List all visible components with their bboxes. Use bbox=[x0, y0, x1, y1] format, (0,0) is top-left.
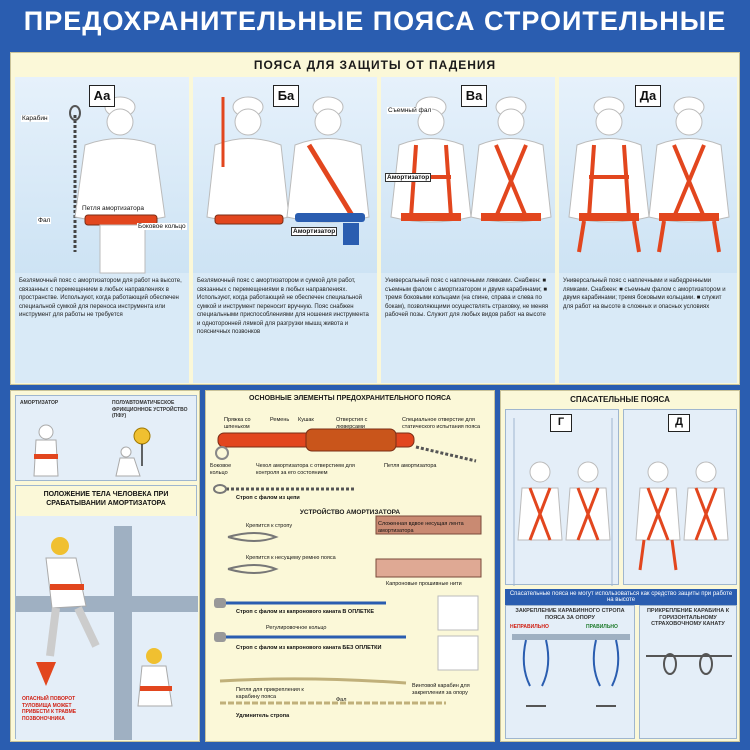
belt-column-va: Ва Съемный фал Амортизатор Универсальный… bbox=[381, 77, 557, 383]
label-side-ring: Боковое кольцо bbox=[210, 463, 232, 476]
absorber-illustration bbox=[33, 424, 151, 477]
belt-badge-da: Да bbox=[635, 85, 661, 107]
label-test-hole: Специальное отверстие для статического и… bbox=[402, 417, 481, 430]
worker-figure-da bbox=[568, 96, 730, 253]
belt-elements-panel: ОСНОВНЫЕ ЭЛЕМЕНТЫ ПРЕДОХРАНИТЕЛЬНОГО ПОЯ… bbox=[205, 390, 495, 742]
belt-desc-da: Универсальный пояс с наплечными и набедр… bbox=[563, 278, 726, 310]
worker-figure-va bbox=[390, 96, 552, 223]
belt-da-illustration bbox=[559, 77, 737, 273]
belt-desc-aa: Безлямочный пояс с амортизатором для раб… bbox=[19, 278, 182, 318]
body-position-title: ПОЛОЖЕНИЕ ТЕЛА ЧЕЛОВЕКА ПРИ СРАБАТЫВАНИИ… bbox=[43, 491, 169, 507]
label-threads: Капроновые прошивные нити bbox=[386, 581, 462, 587]
label-absorber-cover: Чехол амортизатора с отверстием для конт… bbox=[256, 463, 355, 476]
label-sash: Кушак bbox=[298, 417, 314, 423]
label-absorber-loop: Петля амортизатора bbox=[384, 463, 437, 469]
callout-carabiner: Карабин bbox=[21, 115, 49, 122]
absorber-label: АМОРТИЗАТОР bbox=[20, 400, 59, 406]
rescue-d-illustration bbox=[635, 461, 729, 571]
fall-section-title: ПОЯСА ДЛЯ ЗАЩИТЫ ОТ ПАДЕНИЯ bbox=[253, 58, 497, 72]
rescue-g-illustration bbox=[513, 418, 613, 586]
belt-badge-va: Ва bbox=[461, 85, 487, 107]
label-attach-belt: Крепится к несущему ремню пояса bbox=[246, 555, 336, 561]
rescue-badge-g: Г bbox=[550, 414, 572, 432]
belt-column-da: Да Универсальный пояс с наплечными и наб… bbox=[559, 77, 737, 383]
body-position-box: ПОЛОЖЕНИЕ ТЕЛА ЧЕЛОВЕКА ПРИ СРАБАТЫВАНИИ… bbox=[15, 485, 198, 740]
label-grommets: Отверстия с люверсами bbox=[336, 417, 368, 430]
shock-device-title: УСТРОЙСТВО АМОРТИЗАТОРА bbox=[299, 509, 401, 516]
label-plain-rope: Строп с фалом из капронового каната БЕЗ … bbox=[236, 645, 382, 651]
label-buckle: Пряжка со шпеньком bbox=[224, 417, 251, 430]
rescue-warning: Спасательные пояса не могут использовать… bbox=[505, 589, 737, 605]
belt-elements-illustration bbox=[213, 428, 482, 705]
belt-badge-ba: Ба bbox=[273, 85, 299, 107]
rescue-g-box: Г bbox=[505, 409, 619, 586]
anchor-box: ЗАКРЕПЛЕНИЕ КАРАБИННОГО СТРОПА ПОЯСА ЗА … bbox=[505, 605, 635, 739]
belt-column-aa: Аа Карабин Фал Петля амортизатора Боково… bbox=[15, 77, 191, 383]
rescue-d-box: Д bbox=[623, 409, 737, 585]
callout-side-ring: Боковое кольцо bbox=[137, 223, 187, 230]
danger-label: ОПАСНЫЙ ПОВОРОТ ТУЛОВИЩА МОЖЕТ ПРИВЕСТИ … bbox=[22, 696, 77, 722]
label-folded-tape: Сложенная вдвое несущая лента амортизато… bbox=[378, 521, 464, 534]
callout-shock-absorber: Амортизатор bbox=[291, 227, 338, 236]
belt-desc-ba: Безлямочный пояс с амортизатором и сумко… bbox=[197, 278, 369, 335]
label-attach-strop: Крепится к стропу bbox=[246, 523, 293, 529]
callout-lanyard: Фал bbox=[37, 217, 52, 224]
label-chain-strop: Строп с фалом из цепи bbox=[236, 495, 300, 501]
label-lanyard: Фал bbox=[336, 697, 347, 703]
callout-shock-loop: Петля амортизатора bbox=[81, 205, 146, 212]
callout-shock-absorber-va: Амортизатор bbox=[385, 173, 432, 182]
anchor-wrong: НЕПРАВИЛЬНО bbox=[510, 624, 549, 630]
rescue-title: СПАСАТЕЛЬНЫЕ ПОЯСА bbox=[570, 395, 670, 404]
falling-worker-illustration bbox=[16, 516, 198, 740]
belt-ba-illustration bbox=[193, 77, 377, 273]
horizontal-rope-box: ПРИКРЕПЛЕНИЕ КАРАБИНА К ГОРИЗОНТАЛЬНОМУ … bbox=[639, 605, 737, 739]
absorber-devices-box: АМОРТИЗАТОР ПОЛУАВТОМАТИЧЕСКОЕ ФРИКЦИОНН… bbox=[15, 395, 197, 481]
shock-absorber-panel: АМОРТИЗАТОР ПОЛУАВТОМАТИЧЕСКОЕ ФРИКЦИОНН… bbox=[10, 390, 200, 742]
label-strap: Ремень bbox=[270, 417, 290, 423]
horizontal-rope-illustration bbox=[646, 653, 732, 675]
anchor-title: ЗАКРЕПЛЕНИЕ КАРАБИННОГО СТРОПА ПОЯСА ЗА … bbox=[515, 608, 625, 621]
label-screw-carabiner: Винтовой карабин для закрепления за опор… bbox=[412, 683, 470, 696]
label-braided-rope: Строп с фалом из капронового каната В ОП… bbox=[236, 609, 375, 615]
rescue-badge-d: Д bbox=[668, 414, 690, 432]
worker-figure-ba bbox=[206, 96, 370, 245]
belt-badge-aa: Аа bbox=[89, 85, 115, 107]
label-adjust-ring: Регулировочное кольцо bbox=[266, 625, 327, 631]
label-loop: Петля для прикрепления к карабину пояса bbox=[236, 687, 304, 700]
anchor-illustration bbox=[512, 634, 630, 707]
pfu-label: ПОЛУАВТОМАТИЧЕСКОЕ ФРИКЦИОННОЕ УСТРОЙСТВ… bbox=[112, 400, 188, 419]
page-title: ПРЕДОХРАНИТЕЛЬНЫЕ ПОЯСА СТРОИТЕЛЬНЫЕ bbox=[23, 6, 727, 36]
fall-protection-panel: ПОЯСА ДЛЯ ЗАЩИТЫ ОТ ПАДЕНИЯ Аа Карабин Ф… bbox=[10, 52, 740, 385]
label-extender: Удлинитель стропа bbox=[236, 713, 290, 719]
horizontal-title: ПРИКРЕПЛЕНИЕ КАРАБИНА К ГОРИЗОНТАЛЬНОМУ … bbox=[646, 608, 730, 627]
belt-desc-va: Универсальный пояс с наплечными лямками.… bbox=[385, 278, 549, 318]
callout-removable-lanyard: Съемный фал bbox=[387, 107, 433, 114]
rescue-belts-panel: СПАСАТЕЛЬНЫЕ ПОЯСА Г bbox=[500, 390, 740, 742]
belt-elements-title: ОСНОВНЫЕ ЭЛЕМЕНТЫ ПРЕДОХРАНИТЕЛЬНОГО ПОЯ… bbox=[249, 395, 451, 402]
anchor-right: ПРАВИЛЬНО bbox=[586, 624, 618, 630]
belt-column-ba: Ба Амортизатор Безлямочный пояс с аморти… bbox=[193, 77, 379, 383]
